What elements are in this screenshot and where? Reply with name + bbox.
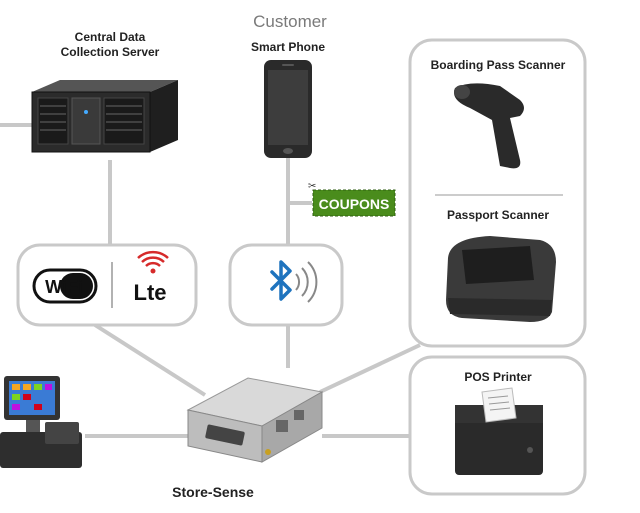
smartphone-image: [264, 60, 312, 158]
store-sense-label: Store-Sense: [172, 484, 254, 500]
server-label: Central Data Collection Server: [40, 30, 180, 60]
pos-terminal-image: [0, 376, 82, 468]
passport-scanner-image: [446, 236, 556, 322]
server-label-line1: Central Data: [74, 30, 146, 44]
customer-label: Customer: [253, 12, 327, 31]
wifi-text: WiFi: [45, 277, 83, 297]
store-sense-device-image: [186, 377, 324, 463]
connector-scanner-hub: [319, 343, 421, 394]
wireless-box: [16, 243, 198, 327]
smartphone-label: Smart Phone: [250, 40, 325, 54]
connector-wifi-hub: [93, 323, 207, 397]
scissors-icon: ✂: [308, 181, 316, 192]
lte-logo: Lte: [134, 250, 169, 305]
bluetooth-icon: [270, 260, 318, 303]
wifi-logo: WiFi: [32, 268, 98, 304]
boarding-pass-scanner-image: [454, 83, 524, 169]
boarding-pass-scanner-label: Boarding Pass Scanner: [430, 58, 566, 72]
pos-printer-label: POS Printer: [464, 370, 532, 384]
coupons-text: COUPONS: [319, 196, 390, 212]
server-image: [31, 80, 178, 153]
coupons-image: COUPONS ✂: [308, 181, 396, 217]
connector-lines: [0, 123, 421, 438]
lte-text: Lte: [134, 280, 167, 305]
passport-scanner-label: Passport Scanner: [446, 208, 550, 222]
pos-printer-image: [455, 387, 543, 475]
server-label-line2: Collection Server: [60, 45, 160, 59]
